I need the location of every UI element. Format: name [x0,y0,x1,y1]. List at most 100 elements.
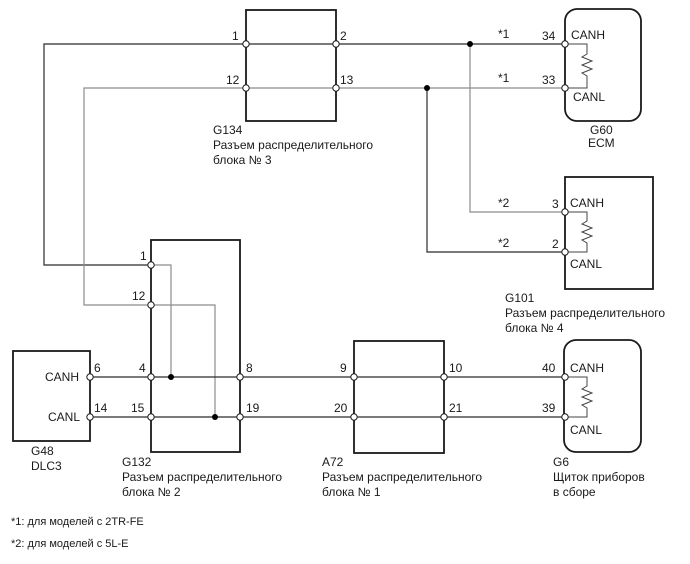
variant-mark: *1 [498,71,510,85]
pin-label: 40 [542,361,556,375]
pin-circle [332,40,340,48]
variant-mark: *1 [498,27,510,41]
wires [43,43,565,418]
a72-label: A72 Разъем распределительного блока № 1 [322,455,482,500]
pin-label: 6 [94,361,101,375]
wire-g134-1-to-g132-1 [43,43,246,266]
junction-dot [212,414,218,420]
component-name: блока № 3 [213,153,272,167]
pin-circle [86,413,94,421]
pin-label: 1 [140,249,147,263]
signal-label: CANL [573,90,606,104]
pin-circle [242,40,250,48]
g60-box [564,8,642,122]
component-name: Разъем распределительного [322,470,483,484]
pin-circle [236,373,244,381]
junction-dot [424,85,430,91]
pin-label: 20 [334,401,348,415]
component-name: Разъем распределительного [505,306,666,320]
signal-label: CANL [570,257,603,271]
signal-label: CANH [45,370,80,384]
variant-mark: *2 [498,196,510,210]
pin-circle [147,373,155,381]
pin-circle [561,40,569,48]
pin-label: 3 [552,197,559,211]
wire-g132-internal-12 [151,304,216,417]
pin-label: 19 [246,401,260,415]
junction-dot [168,374,174,380]
pins [86,40,569,421]
g132-box [150,239,241,453]
a72-box [353,340,445,454]
g101-box [564,176,654,290]
pin-label: 13 [340,73,354,87]
pin-circle [561,373,569,381]
component-code: G60 [589,123,613,137]
g48-box [12,350,91,442]
component-name: Разъем распределительного [122,470,283,484]
pin-circle [86,373,94,381]
wire-branch-to-g101-3 [469,44,565,213]
pin-label: 15 [131,401,145,415]
g134-box [245,9,337,122]
pin-circle [561,413,569,421]
component-code: G132 [122,455,152,469]
resistor-icon-g60 [565,43,594,89]
pin-label: 39 [542,401,556,415]
footnote: *1: для моделей с 2TR-FE [11,516,144,528]
g6-box [563,339,642,453]
signal-label: CANH [571,28,606,42]
g132-label: G132 Разъем распределительного блока № 2 [122,455,282,500]
g6-label: G6 Щиток приборов в сборе [553,455,645,500]
pin-label: 2 [552,237,559,251]
pin-label: 10 [449,361,463,375]
pin-circle [561,248,569,256]
pin-label: 1 [232,29,239,43]
pin-label: 2 [340,29,347,43]
pin-circle [147,301,155,309]
pin-circle [332,84,340,92]
wire-g134-12-to-g132-12 [83,87,246,306]
footnote: *2: для моделей с 5L-E [11,538,129,550]
pin-circle [242,84,250,92]
pin-label: 12 [226,73,240,87]
junction-dot [467,41,473,47]
pin-label: 4 [139,361,146,375]
component-name: Щиток приборов [553,470,645,484]
component-code: G134 [213,123,243,137]
component-code: G6 [553,455,570,469]
pin-circle [561,84,569,92]
pin-label: 8 [246,361,253,375]
component-name: блока № 4 [505,321,564,335]
variant-mark: *2 [498,236,510,250]
component-name: в сборе [553,485,596,499]
pin-circle [147,413,155,421]
pin-label: 9 [340,361,347,375]
g101-label: G101 Разъем распределительного блока № 4 [505,291,665,336]
pin-label: 33 [542,73,556,87]
pin-circle [440,373,448,381]
resistor-icon-g101 [565,211,594,253]
component-code: A72 [322,455,344,469]
pin-circle [147,261,155,269]
component-code: G101 [505,291,535,305]
signal-label: CANH [570,196,605,210]
component-name: блока № 1 [322,485,381,499]
g134-label: G134 Разъем распределительного блока № 3 [213,123,373,168]
signal-label: CANL [48,410,81,424]
component-name: Разъем распределительного [213,138,374,152]
pin-label: 21 [449,401,463,415]
resistor-icon-g6 [565,376,594,418]
g48-label: G48 DLC3 [31,444,62,474]
pin-circle [350,413,358,421]
signal-label: CANH [570,361,605,375]
pin-circle [561,208,569,216]
component-name: DLC3 [31,459,62,473]
component-name: блока № 2 [122,485,181,499]
pin-label: 14 [94,401,108,415]
pin-circle [440,413,448,421]
wire-g132-internal-1 [151,264,172,377]
component-name: ECM [588,136,615,150]
pin-label: 12 [132,289,146,303]
